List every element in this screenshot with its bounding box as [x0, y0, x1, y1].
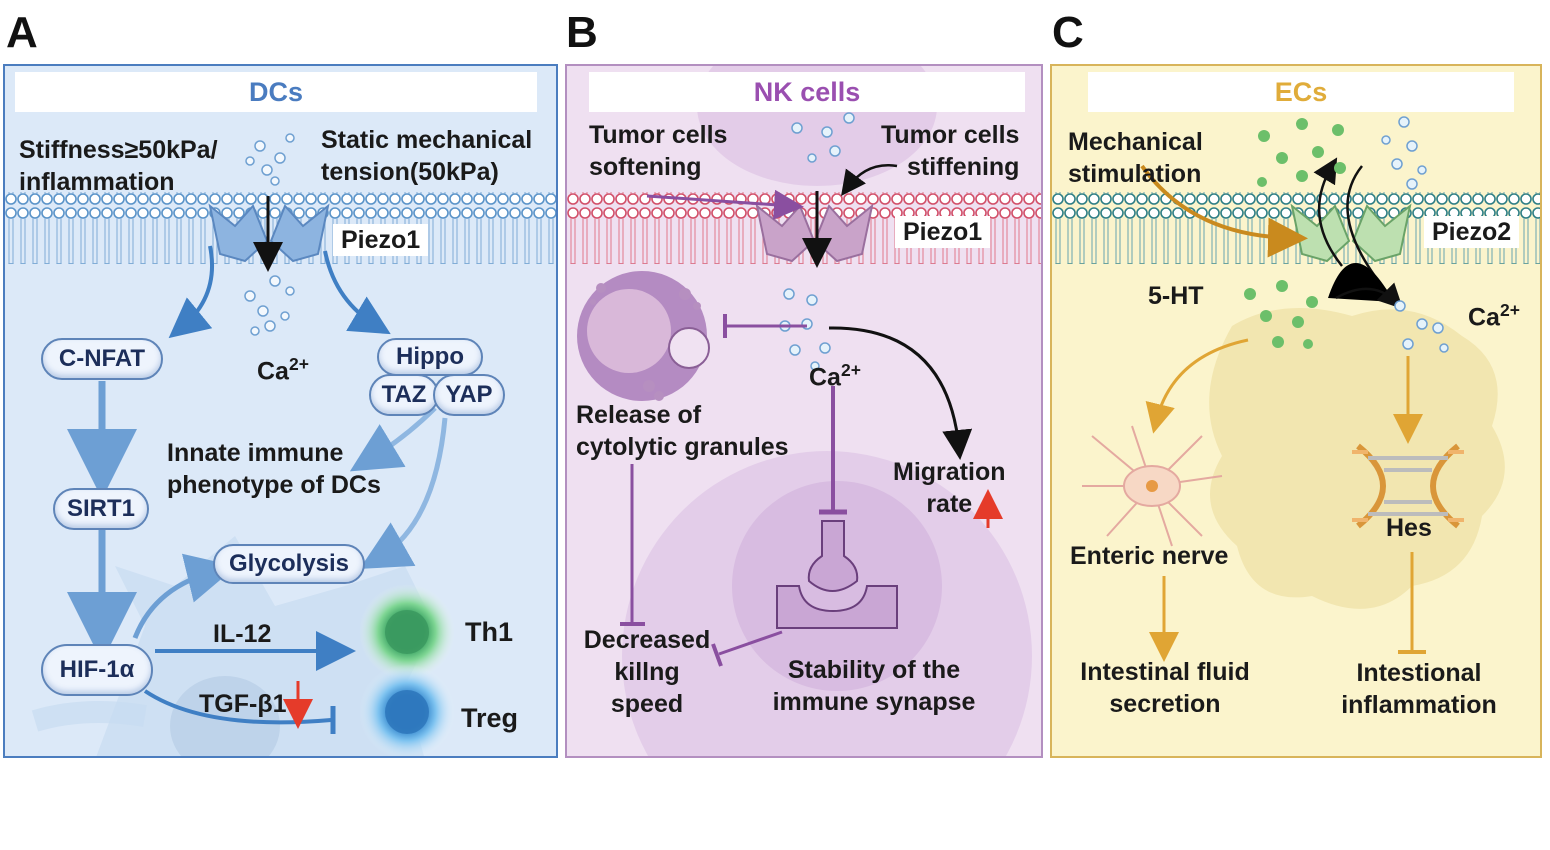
panel-c-title: ECs — [1088, 72, 1514, 112]
panel-dcs: DCs Stiffness≥50kPa/inflammation Static … — [3, 64, 558, 758]
il12-label: IL-12 — [213, 620, 272, 648]
treg-label: Treg — [461, 703, 519, 733]
glycolysis-node: Glycolysis — [213, 544, 365, 584]
cnfat-node: C-NFAT — [41, 338, 163, 380]
calcium-label: Ca2+ — [257, 354, 309, 386]
calcium-label: Ca2+ — [809, 360, 861, 392]
th1-label: Th1 — [465, 617, 514, 647]
enteric-nerve-label: Enteric nerve — [1070, 542, 1229, 570]
dna-helix-icon — [1352, 443, 1464, 529]
stimulus-left-label: Stiffness≥50kPa/inflammation — [19, 136, 218, 196]
serotonin-label: 5-HT — [1148, 282, 1204, 310]
sirt1-node: SIRT1 — [53, 488, 149, 530]
tgf-label: TGF-β1 — [199, 690, 287, 718]
enteric-neuron — [1082, 425, 1223, 547]
panel-c-graphics — [1052, 116, 1540, 662]
hes-label: Hes — [1386, 514, 1432, 542]
calcium-ions — [1381, 116, 1449, 353]
serotonin-granules — [1244, 118, 1346, 349]
piezo2-label: Piezo2 — [1424, 216, 1520, 248]
piezo1-label: Piezo1 — [895, 216, 991, 248]
panel-letter-b: B — [566, 8, 598, 57]
panel-b-title: NK cells — [589, 72, 1025, 112]
hippo-node: Hippo — [377, 338, 483, 376]
calcium-ions — [779, 112, 855, 371]
immune-synapse — [807, 520, 859, 592]
panel-letter-a: A — [6, 8, 38, 57]
calcium-ions — [244, 133, 295, 336]
panel-letter-c: C — [1052, 8, 1084, 57]
yap-node: YAP — [433, 374, 505, 416]
hif1a-node: HIF-1α — [41, 644, 153, 696]
calcium-label: Ca2+ — [1468, 300, 1520, 332]
enterochromaffin-cell — [1209, 308, 1505, 609]
piezo1-label: Piezo1 — [333, 224, 429, 256]
taz-node: TAZ — [369, 374, 439, 416]
panel-a-graphics — [5, 133, 556, 756]
panel-a-title: DCs — [15, 72, 537, 112]
